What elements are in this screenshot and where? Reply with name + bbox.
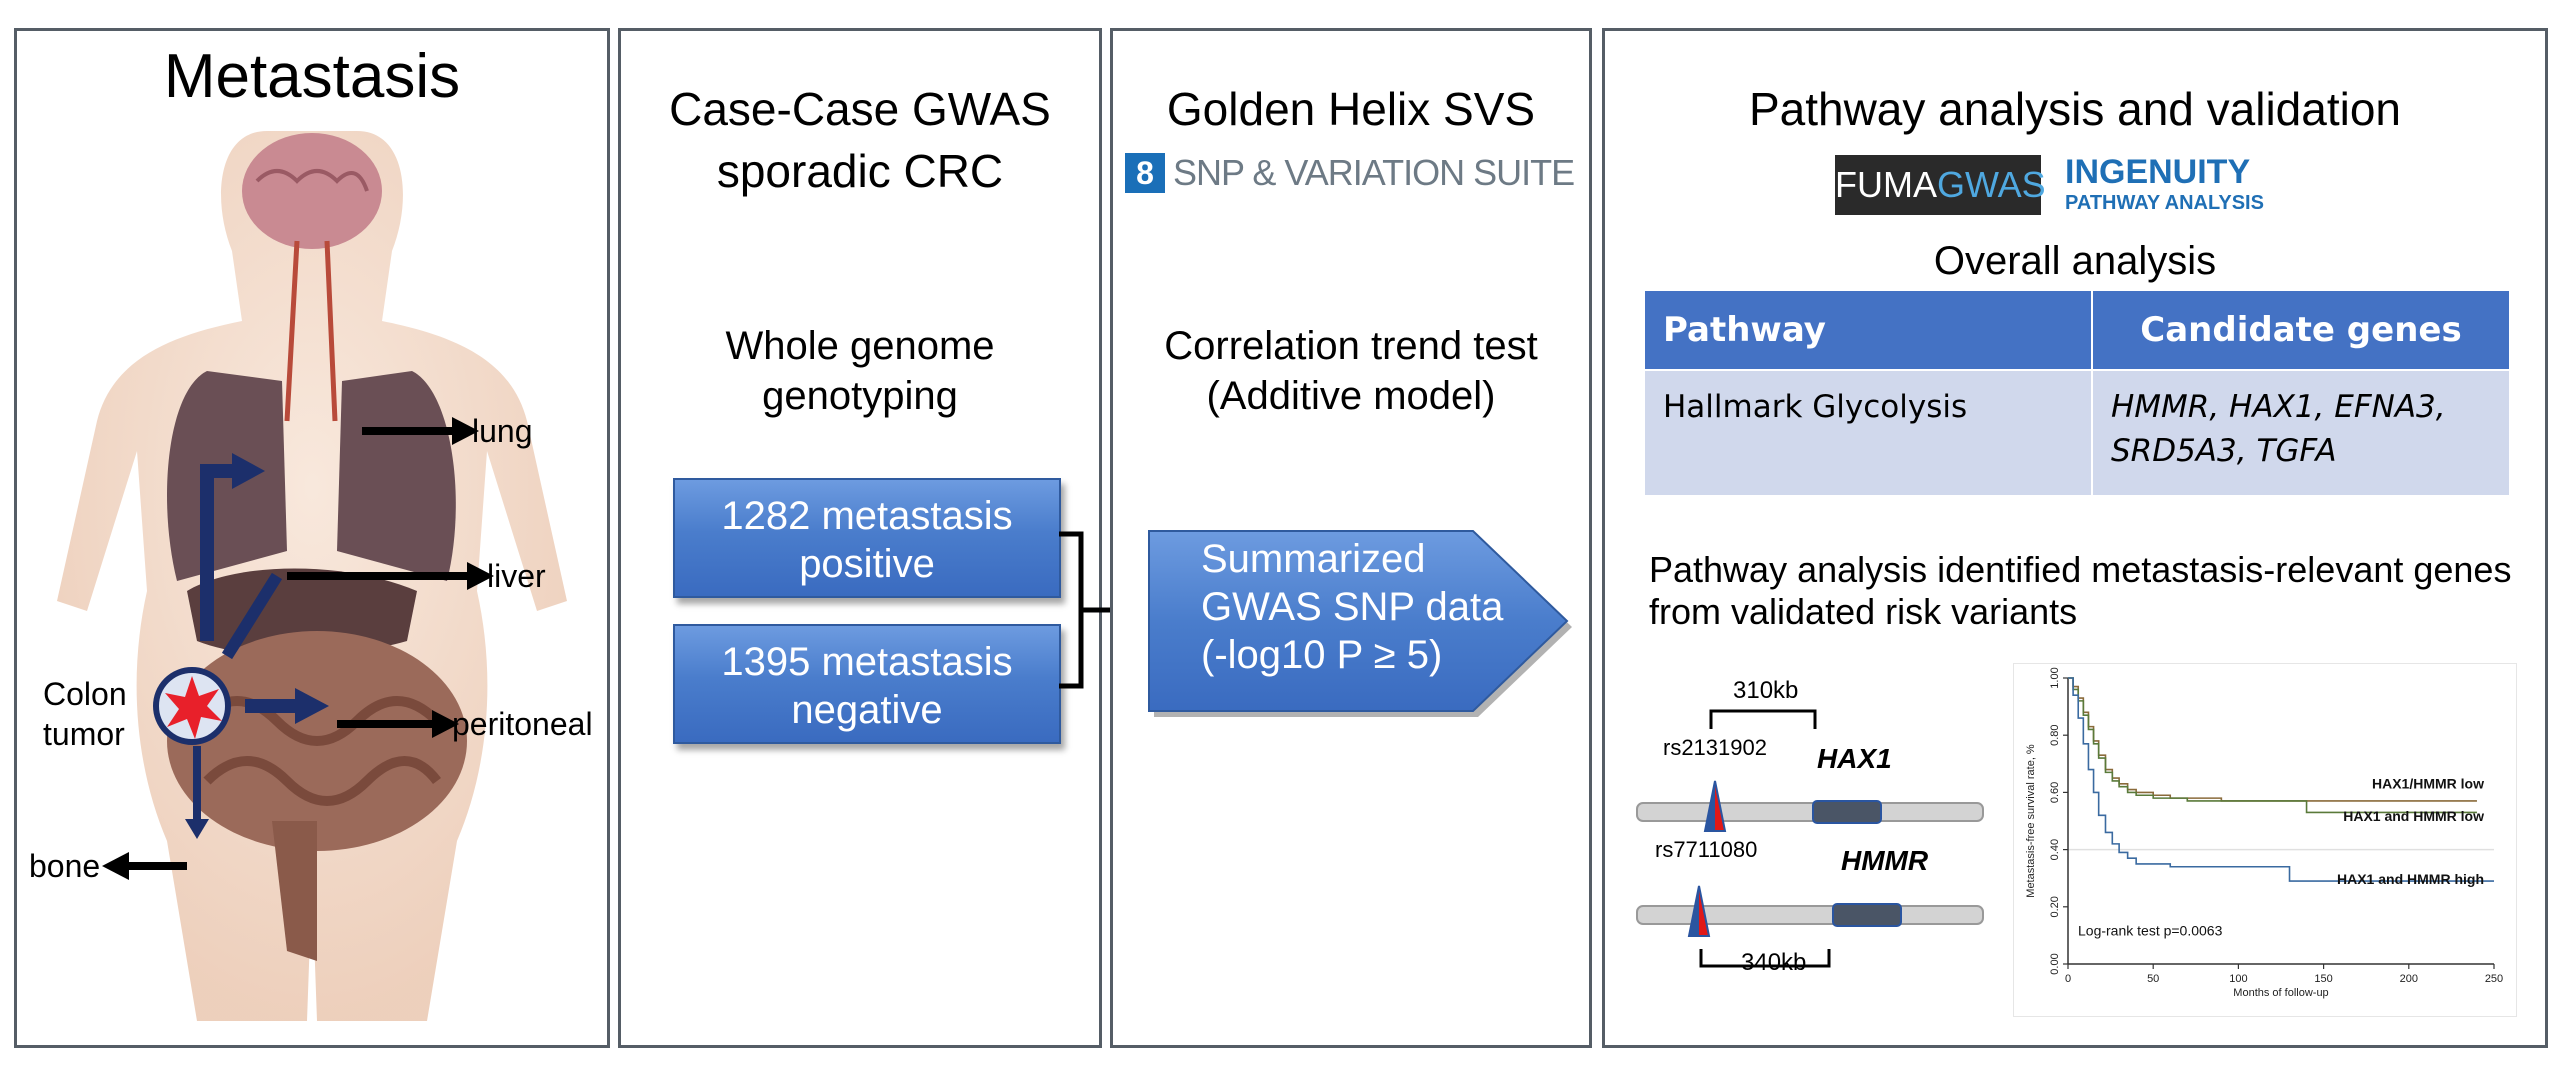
summary-pentagon (1148, 530, 1572, 717)
locus1-distance: 310kb (1733, 677, 1799, 704)
box-negative-line1: 1395 metastasis (721, 640, 1013, 684)
panel-title: Pathway analysis and validation (1748, 83, 2402, 135)
chart-annotation: Log-rank test p=0.0063 (2078, 922, 2223, 938)
locus2-snp: rs7711080 (1655, 837, 1758, 862)
table-title: Overall analysis (1933, 239, 2217, 283)
table-header-row: Pathway Candidate genes (1643, 289, 2511, 371)
tumor-label-line1: Colon (43, 676, 127, 712)
table-header-genes: Candidate genes (2091, 289, 2511, 371)
fuma-logo: FUMAGWAS (1835, 155, 2046, 215)
panel-title: Golden Helix SVS (1166, 83, 1536, 135)
box-positive-line2: positive (799, 542, 935, 586)
x-tick-label: 100 (2229, 973, 2247, 985)
series-line (2068, 677, 2494, 882)
table-cell-pathway: Hallmark Glycolysis (1643, 369, 2093, 497)
series-line (2068, 677, 2477, 814)
box-positive-line1: 1282 metastasis (721, 494, 1013, 538)
x-tick-label: 250 (2485, 973, 2503, 985)
panel-gwas: Case-Case GWAS sporadic CRC Whole genome… (618, 28, 1102, 1048)
locus2-distance: 340kb (1741, 949, 1807, 976)
finding-line2: from validated risk variants (1649, 591, 2078, 632)
y-tick-label: 0.20 (2049, 896, 2061, 917)
organ-label-bone: bone (29, 848, 101, 884)
y-tick-label: 0.60 (2049, 782, 2061, 803)
test-line1: Correlation trend test (1164, 324, 1538, 368)
summary-line2: GWAS SNP data (1201, 585, 1504, 629)
summary-text: Summarized GWAS SNP data (-log10 P ≥ 5) (1201, 535, 1541, 679)
ingenuity-line1: INGENUITY (2065, 153, 2251, 191)
locus-diagram (1636, 709, 1984, 968)
svs-logo-icon: 8 (1125, 153, 1165, 193)
x-tick-label: 50 (2147, 973, 2159, 985)
locus1-snp: rs2131902 (1663, 735, 1767, 760)
panel-metastasis: Metastasis (14, 28, 610, 1048)
y-tick-label: 0.40 (2049, 839, 2061, 860)
box-metastasis-negative: 1395 metastasis negative (673, 624, 1061, 744)
x-tick-label: 0 (2065, 973, 2071, 985)
organ-label-lung: lung (472, 413, 533, 449)
spread-arrows (185, 453, 329, 839)
tumor-marker (153, 667, 231, 745)
locus1-gene: HAX1 (1817, 743, 1892, 774)
organ-label-liver: liver (487, 558, 546, 594)
y-tick-label: 0.80 (2049, 724, 2061, 745)
box-metastasis-positive: 1282 metastasis positive (673, 478, 1061, 598)
organ-arrows (102, 417, 494, 880)
method-line2: genotyping (762, 374, 958, 418)
x-axis-label: Months of follow-up (2233, 987, 2328, 999)
x-tick-label: 150 (2314, 973, 2332, 985)
table-row: Hallmark Glycolysis HMMR, HAX1, EFNA3, S… (1643, 369, 2511, 497)
series-label: HAX1/HMMR low (2372, 775, 2484, 791)
ingenuity-line2: PATHWAY ANALYSIS (2065, 192, 2264, 214)
locus2-gene: HMMR (1841, 845, 1929, 876)
x-tick-label: 200 (2400, 973, 2418, 985)
svs-logo-text: SNP & VARIATION SUITE (1173, 152, 1575, 193)
y-axis-label: Metastasis-free survival rate, % (2025, 744, 2037, 898)
panel-pathway: Pathway analysis and validation FUMAGWAS… (1602, 28, 2548, 1048)
box-negative-line2: negative (791, 688, 943, 732)
series-label: HAX1 and HMMR high (2337, 871, 2484, 887)
table-cell-genes: HMMR, HAX1, EFNA3, SRD5A3, TGFA (2091, 369, 2511, 497)
test-line2: (Additive model) (1206, 374, 1496, 418)
svs-logo: 8 SNP & VARIATION SUITE (1125, 151, 1585, 195)
series-label: HAX1 and HMMR low (2343, 808, 2484, 824)
organ-label-peritoneal: peritoneal (452, 706, 593, 742)
panel-svs: Golden Helix SVS 8 SNP & VARIATION SUITE… (1110, 28, 1592, 1048)
panel-title-line1: Case-Case GWAS (669, 83, 1051, 135)
panel-title: Metastasis (163, 42, 461, 111)
ingenuity-logo: INGENUITY PATHWAY ANALYSIS (2065, 153, 2325, 219)
panel-title-line2: sporadic CRC (716, 145, 1004, 197)
genes-line1: HMMR, HAX1, EFNA3, (2111, 389, 2446, 425)
pathway-table: Pathway Candidate genes Hallmark Glycoly… (1643, 289, 2511, 497)
fuma-logo-part2: GWAS (1937, 164, 2046, 205)
finding-line1: Pathway analysis identified metastasis-r… (1649, 549, 2512, 590)
summary-line1: Summarized (1201, 537, 1426, 581)
method-line1: Whole genome (725, 324, 995, 368)
summary-line3: (-log10 P ≥ 5) (1201, 633, 1443, 677)
genes-line2: SRD5A3, TGFA (2111, 433, 2337, 469)
fuma-logo-part1: FUMA (1835, 164, 1937, 205)
y-tick-label: 1.00 (2049, 667, 2061, 688)
y-tick-label: 0.00 (2049, 953, 2061, 974)
table-header-pathway: Pathway (1643, 289, 2093, 371)
tumor-label-line2: tumor (43, 716, 125, 752)
